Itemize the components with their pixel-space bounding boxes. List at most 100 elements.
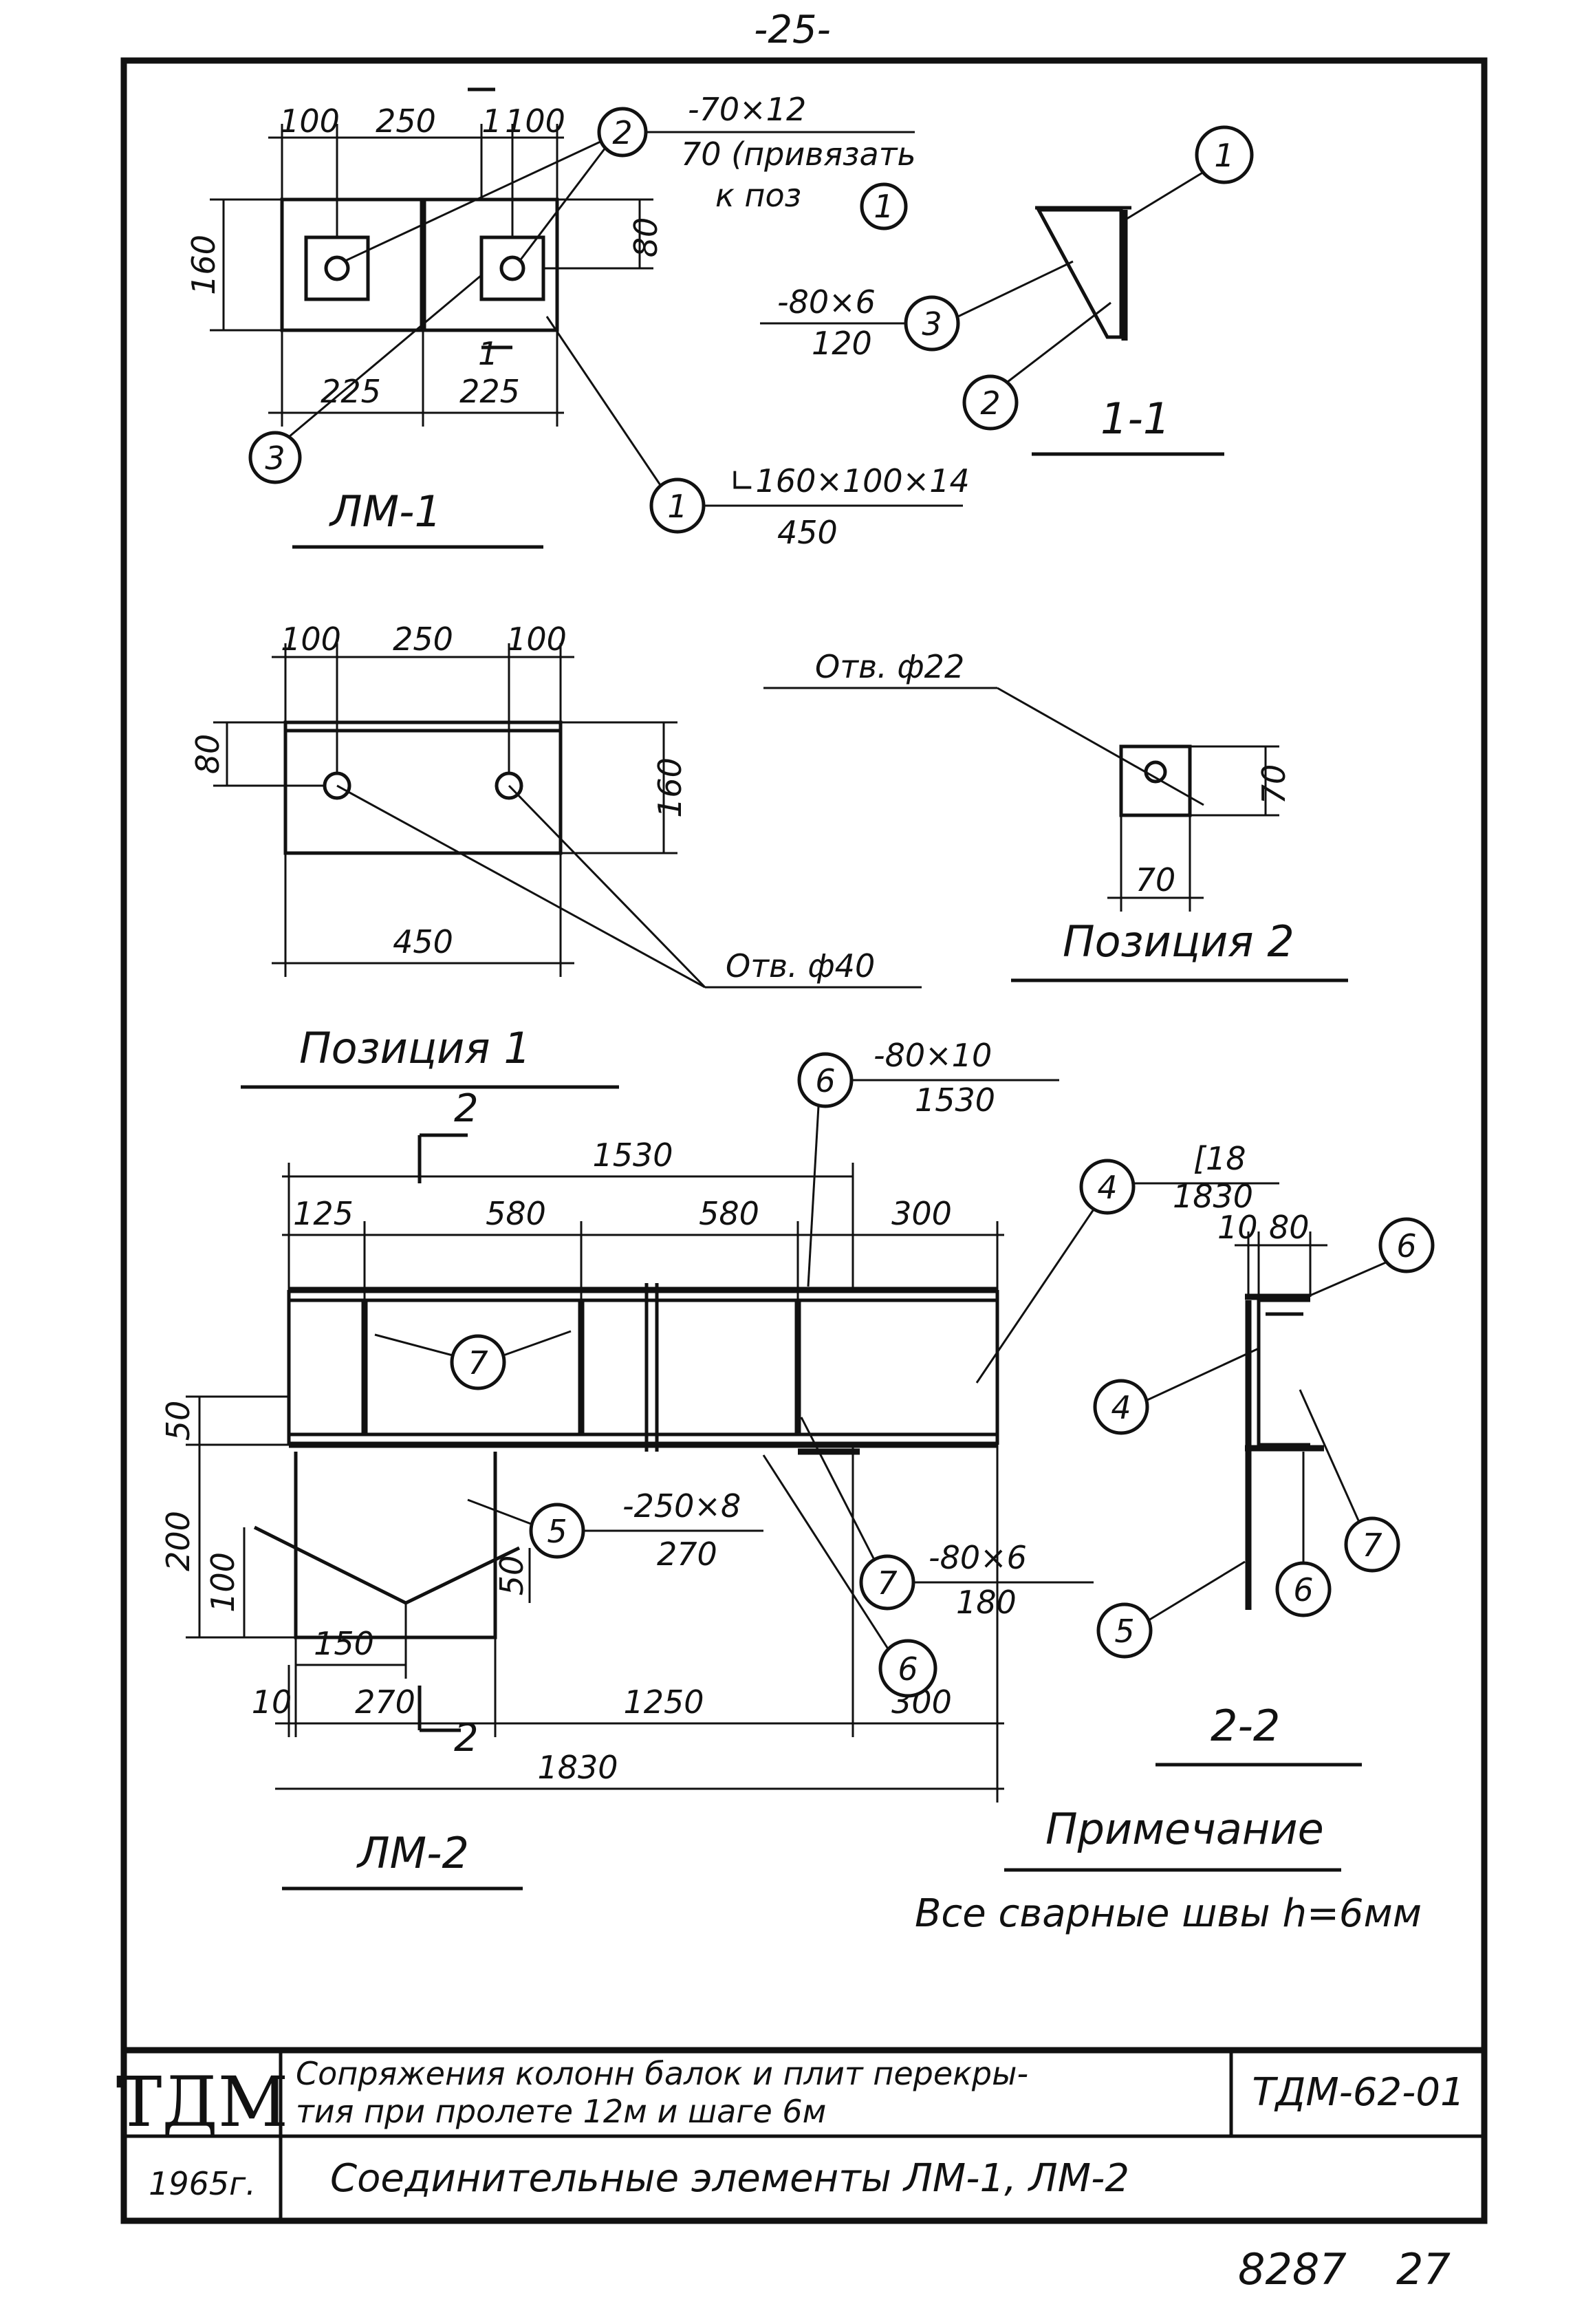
pos2-dim-right: 70	[1255, 764, 1292, 805]
section-1-1-spec: -80×6	[777, 283, 876, 321]
lm1-bubble-2-label: 2	[612, 114, 632, 151]
note-text: Все сварные швы h=6мм	[915, 1891, 1422, 1936]
pos2-plate	[1119, 744, 1192, 817]
lm2-leader-7c	[800, 1417, 875, 1559]
lm2-leader-7a	[374, 1333, 453, 1357]
lm2-dim-top-total: 1530	[592, 1137, 673, 1174]
lm1-plate-note-ref-bubble	[860, 182, 908, 230]
section-2-2: 10 80 [18 1830 6 4 7 6 5 2-2	[1093, 1140, 1435, 1767]
pos1-title: Позиция 1	[299, 1023, 531, 1073]
section-2-2-channel	[1257, 1298, 1310, 1447]
section-1-1: 1 3 -80×6 120 2 1-1	[760, 125, 1254, 456]
lm2-dim-bottom-0: 10	[252, 1683, 292, 1721]
lm1-leader-2a	[343, 140, 603, 263]
section-2-2-bubble-5-label: 5	[1114, 1613, 1134, 1650]
section-1-1-leader-1	[1124, 171, 1204, 222]
title-block: ТДМ 1965г. Сопряжения колонн балок и пли…	[116, 2047, 1484, 2221]
lm1-dim-right: 80	[627, 217, 664, 258]
page-number: -25-	[754, 8, 831, 52]
lm1-angle-len: 450	[777, 514, 838, 551]
lm2-leader-6-top	[807, 1106, 820, 1287]
lm2-bubble-7-upper-label: 7	[468, 1344, 488, 1381]
lm2-dim-top-3: 300	[891, 1195, 952, 1232]
lm1-plate	[280, 197, 559, 332]
lm2-section-mark-top: 2	[454, 1086, 479, 1131]
lm2-bubble-5-label: 5	[547, 1513, 567, 1550]
section-2-2-bubble-4	[1093, 1379, 1149, 1435]
lm2-dim-right-small: 50	[493, 1556, 530, 1596]
section-2-2-leader-6-top	[1306, 1261, 1387, 1298]
lm2-spec5: -250×8	[622, 1487, 741, 1525]
section-1-1-leader-3	[957, 260, 1074, 318]
lm1-dim-bottom-1: 225	[459, 373, 520, 410]
lm1-dim-bottom-0: 225	[321, 373, 381, 410]
lm1-leader-1	[545, 316, 662, 486]
lm2-leader-4	[975, 1209, 1095, 1384]
lm1-hole-right	[499, 255, 525, 281]
lm2-leader-5	[467, 1498, 532, 1525]
pos1-hole-label: Отв. ф40	[726, 947, 875, 985]
note-heading: Примечание	[1045, 1804, 1324, 1854]
bottom-number-1: 8287	[1238, 2244, 1347, 2294]
lm2-bubble-6-lower-label: 6	[898, 1650, 918, 1688]
lm2-gusset-outline	[294, 1452, 497, 1639]
lm1-plate-note-ref: 1	[874, 188, 893, 225]
section-2-2-dim-10: 10	[1217, 1209, 1258, 1246]
section-2-2-leader-4	[1147, 1347, 1259, 1401]
lm1-angle-spec: ∟160×100×14	[729, 462, 970, 499]
section-2-2-title: 2-2	[1211, 1701, 1280, 1751]
section-1-1-title: 1-1	[1100, 394, 1170, 444]
lm1-leader-2b	[518, 147, 607, 262]
lm2-dim-150: 150	[314, 1625, 374, 1662]
lm2-dim-left-2: 100	[204, 1552, 241, 1613]
section-1-1-bubble-2	[962, 374, 1019, 431]
section-2-2-bubble-7	[1344, 1516, 1400, 1573]
lm1-section-mark: 1	[478, 335, 498, 372]
lm2-len6: 1530	[915, 1082, 995, 1119]
section-2-2-bubble-6-bottom-label: 6	[1293, 1571, 1313, 1608]
pos1-dim-top-0: 100	[281, 621, 341, 658]
pos1-plate	[283, 720, 563, 855]
section-2-2-bubble-4-label: 4	[1111, 1389, 1131, 1426]
pos1-hole-leader-a	[336, 784, 706, 989]
section-1-1-bubble-1-label: 1	[1214, 137, 1234, 174]
lm1-view: 100 250 1 100 1 160 80 225 225 2 -70×12 …	[185, 87, 970, 551]
lm1-dim-left: 160	[185, 235, 222, 295]
lm2-bubble-6-lower	[878, 1639, 937, 1698]
lm1-plate-note-2: к поз	[715, 177, 801, 214]
lm1-title: ЛМ-1	[329, 486, 442, 537]
section-1-1-gusset	[1035, 208, 1123, 339]
section-2-2-bubble-7-label: 7	[1362, 1527, 1382, 1564]
section-1-1-bubble-2-label: 2	[980, 385, 1000, 422]
lm1-plate-spec: -70×12	[688, 91, 806, 128]
lm2-bubble-7-upper	[450, 1334, 506, 1390]
lm1-dim-top-3: 100	[505, 103, 565, 140]
section-1-1-bubble-1	[1195, 125, 1254, 184]
title-block-description-2: тия при пролете 12м и шаге 6м	[296, 2093, 826, 2130]
section-2-2-channel-spec: [18	[1193, 1140, 1246, 1177]
section-2-2-bubble-5	[1096, 1602, 1153, 1659]
lm2-leader-7b	[503, 1330, 572, 1357]
pos1-dim-right: 160	[651, 757, 688, 818]
bottom-number-2: 27	[1396, 2244, 1451, 2294]
pos2-hole-leader	[997, 687, 1204, 806]
pos1-dim-top-1: 250	[393, 621, 453, 658]
lm1-dim-top-0: 100	[279, 103, 340, 140]
lm1-bubble-1-label: 1	[667, 488, 687, 525]
lm2-dim-left-0: 50	[160, 1401, 197, 1441]
lm2-bubble-6-top-label: 6	[815, 1062, 835, 1099]
lm2-title: ЛМ-2	[356, 1828, 469, 1878]
lm2-view: 2 2 1530 125 580 580 300 50 200 100 50 1…	[160, 1037, 1136, 1891]
sheet-frame	[120, 57, 1488, 2224]
lm1-washer-right	[479, 235, 545, 301]
pos1-dim-bottom: 450	[393, 923, 453, 960]
pos1-view: 100 250 100 80 160 450 Отв. ф40 Позиция …	[189, 621, 922, 1089]
lm2-len7: 180	[956, 1584, 1017, 1621]
pos2-title: Позиция 2	[1063, 916, 1294, 967]
pos1-hole-leader-b	[508, 784, 706, 989]
lm2-dim-bottom-2: 1250	[623, 1683, 704, 1721]
lm1-bubble-3-label: 3	[265, 440, 285, 477]
pos2-dim-bottom: 70	[1136, 861, 1176, 899]
section-2-2-bubble-6-top	[1378, 1217, 1435, 1273]
